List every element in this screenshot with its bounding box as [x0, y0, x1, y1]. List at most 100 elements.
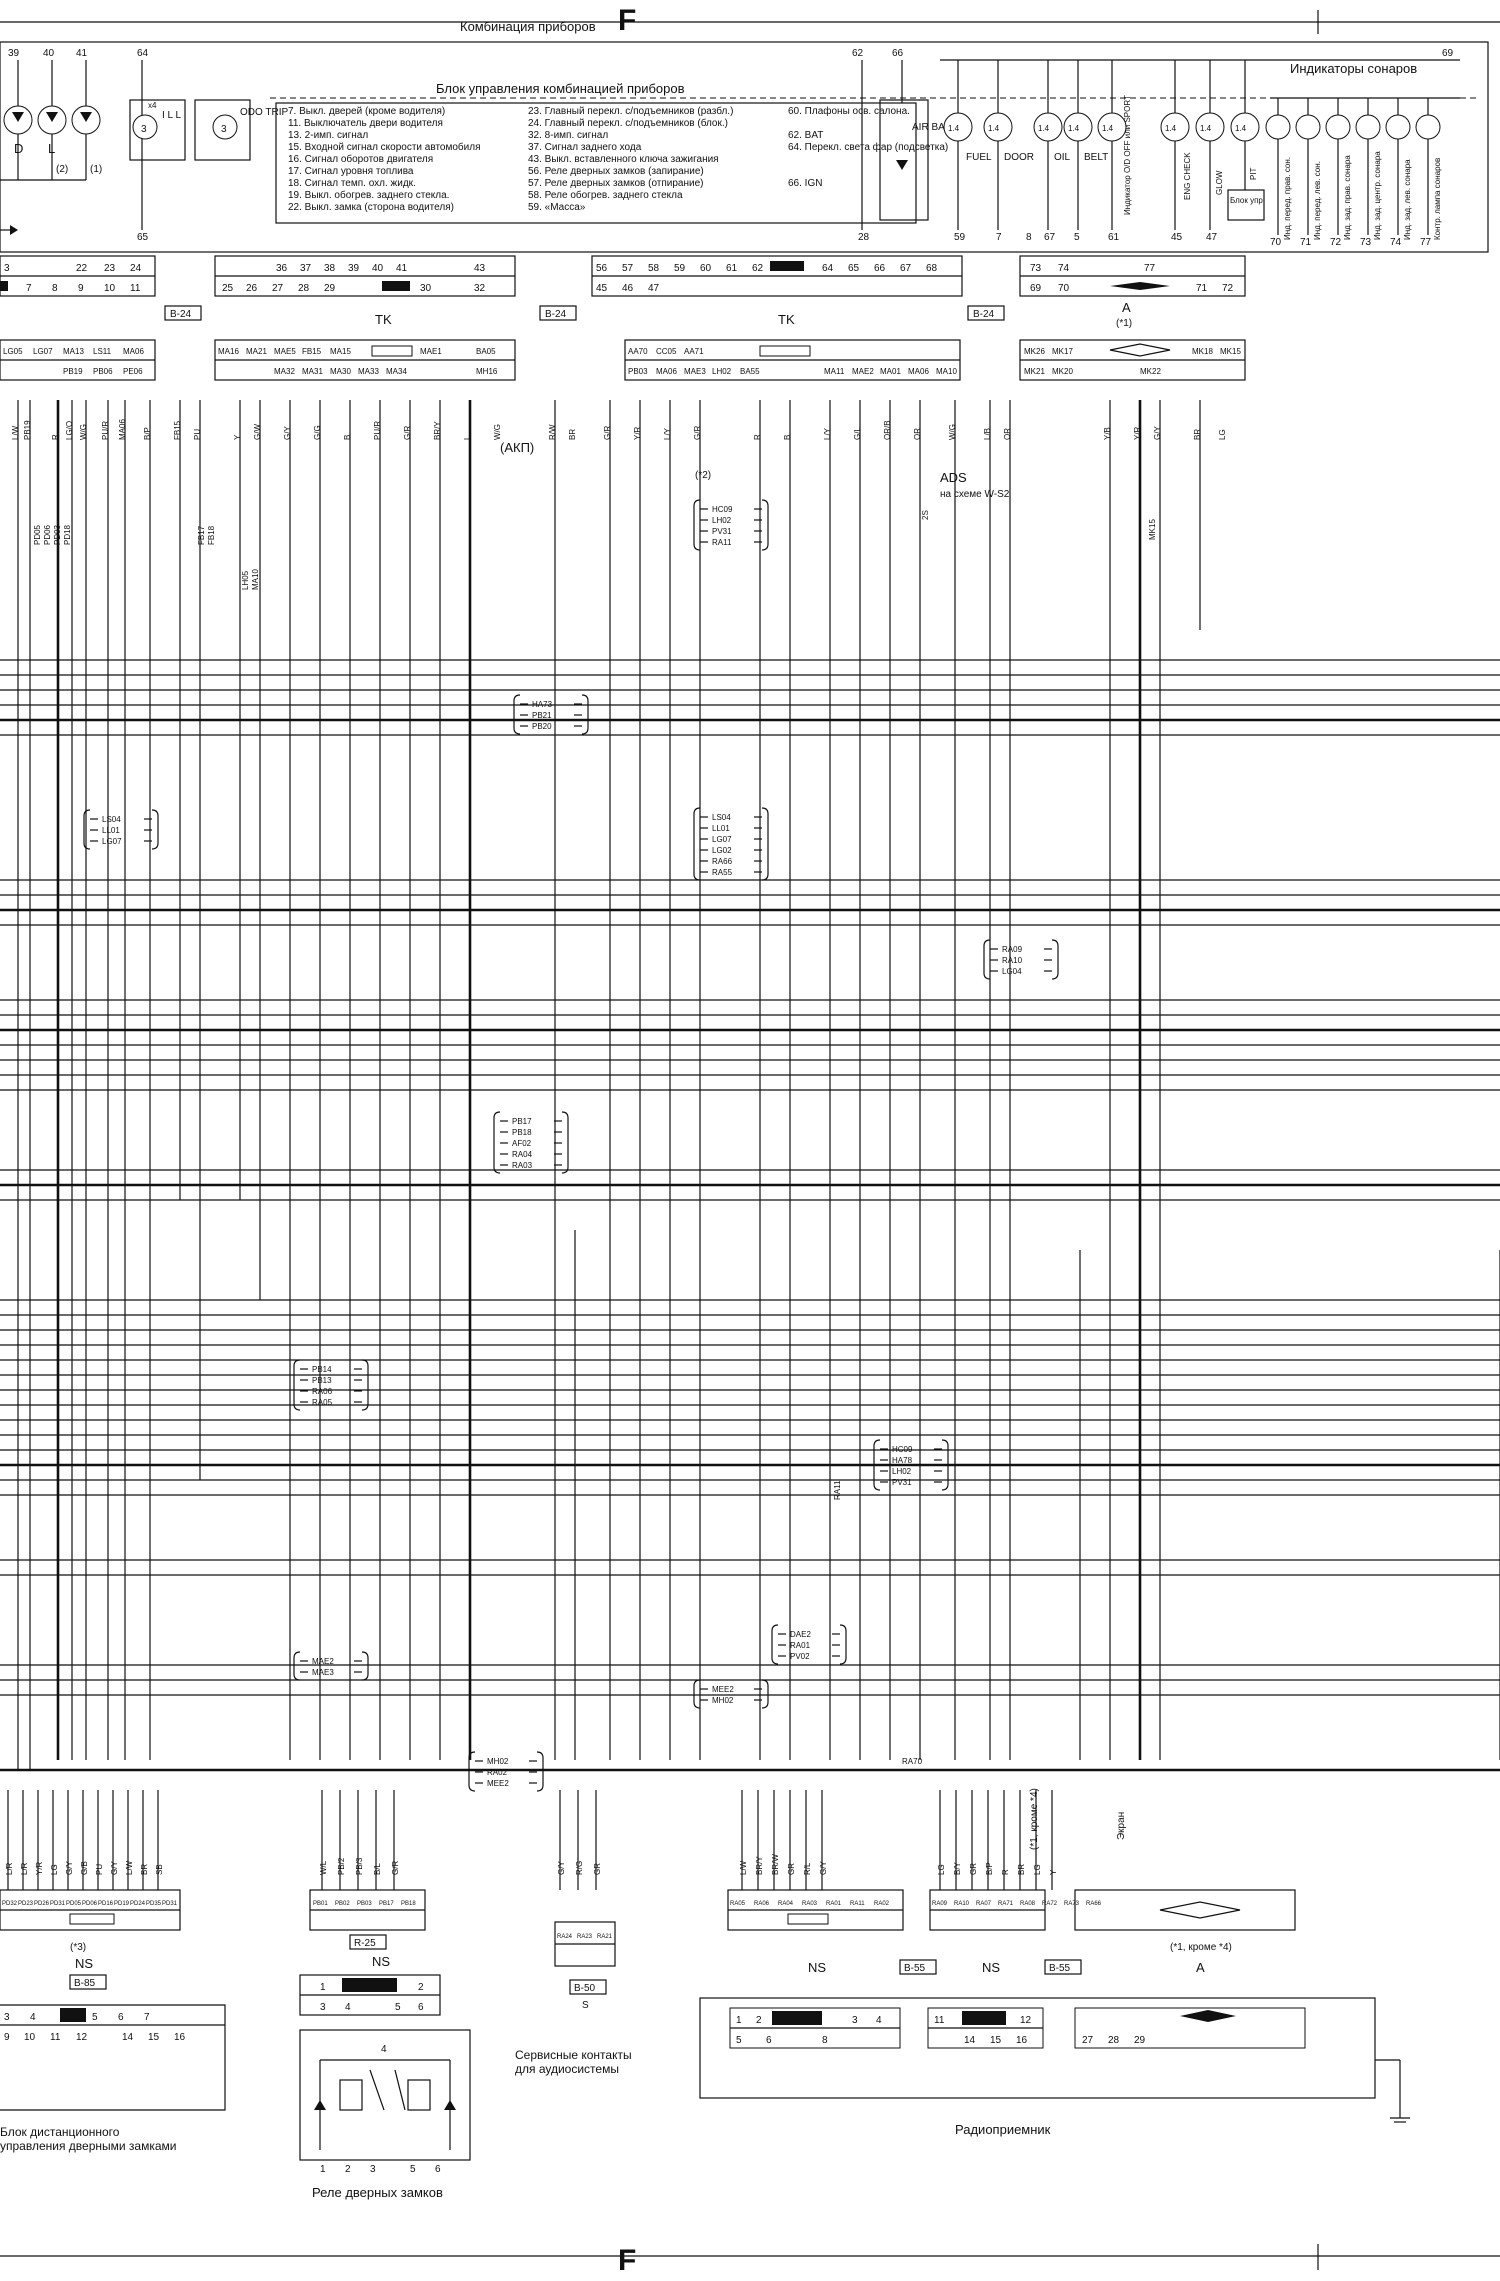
- svg-text:2: 2: [756, 2015, 762, 2026]
- svg-text:Индикатор O/D OFF или SPORT: Индикатор O/D OFF или SPORT: [1123, 95, 1132, 215]
- svg-text:59: 59: [674, 263, 686, 274]
- bottom-code: RA04: [778, 1901, 794, 1907]
- svg-text:TK: TK: [375, 312, 392, 327]
- wire-color-label: R/W: [548, 424, 557, 440]
- svg-text:Инд. перед. прав. сон.: Инд. перед. прав. сон.: [1283, 157, 1292, 240]
- svg-text:11. Выключатель двери водителя: 11. Выключатель двери водителя: [288, 118, 443, 129]
- svg-text:3: 3: [370, 2164, 376, 2175]
- svg-text:MA10: MA10: [936, 367, 957, 376]
- bus-item: HC09: [892, 1445, 913, 1454]
- svg-text:1: 1: [320, 2164, 326, 2175]
- svg-text:58. Реле обогрев. заднего стек: 58. Реле обогрев. заднего стекла: [528, 189, 683, 201]
- bus-item: LG07: [712, 835, 732, 844]
- bottom-wire-label: W/L: [319, 1860, 328, 1875]
- svg-text:38: 38: [324, 263, 336, 274]
- svg-text:68: 68: [926, 263, 938, 274]
- bottom-code: PD31: [50, 1901, 66, 1907]
- svg-text:PD03: PD03: [53, 524, 62, 545]
- svg-text:22: 22: [76, 263, 88, 274]
- bottom-connector-4: [727, 1889, 904, 1931]
- bottom-code: RA72: [1042, 1901, 1058, 1907]
- svg-text:37. Сигнал заднего хода: 37. Сигнал заднего хода: [528, 142, 642, 153]
- svg-text:24. Главный перекл. с/подъемни: 24. Главный перекл. с/подъемников (блок.…: [528, 117, 728, 129]
- svg-text:1.4: 1.4: [948, 124, 960, 133]
- door-lock-unit: 3 4 5 6 7 9 10 11 12 14 15 16 Блок диста…: [0, 2004, 226, 2153]
- svg-text:(2): (2): [56, 164, 68, 175]
- connector-mark-top: F: [618, 4, 636, 37]
- bus-item: PB14: [312, 1365, 332, 1374]
- wire-color-label: BR: [1193, 429, 1202, 440]
- svg-text:5: 5: [395, 2002, 401, 2013]
- wire-color-label: PU: [193, 429, 202, 440]
- bottom-wire-label: R/G: [575, 1861, 584, 1875]
- svg-text:D: D: [14, 141, 23, 156]
- bus-group-labels: HC09LH02PV31RA11HA73PB21PB20LS04LL01LG07…: [83, 499, 1059, 1792]
- svg-text:A: A: [1122, 300, 1131, 315]
- bottom-code: PD19: [114, 1901, 130, 1907]
- bottom-wire-label: BR: [1017, 1864, 1026, 1875]
- bus-item: MEE2: [712, 1685, 734, 1694]
- svg-text:MAE3: MAE3: [684, 367, 706, 376]
- svg-text:4: 4: [30, 2012, 36, 2023]
- bottom-code: PD16: [98, 1901, 114, 1907]
- svg-text:на схеме W-S2: на схеме W-S2: [940, 489, 1010, 500]
- svg-text:16. Сигнал оборотов двигателя: 16. Сигнал оборотов двигателя: [288, 153, 433, 165]
- bottom-wire-label: SB: [155, 1864, 164, 1875]
- wire-color-label: G/R: [693, 426, 702, 440]
- bottom-code: RA71: [998, 1901, 1014, 1907]
- svg-text:58: 58: [648, 263, 660, 274]
- svg-text:(*1): (*1): [1116, 318, 1132, 329]
- svg-text:12: 12: [1020, 2015, 1032, 2026]
- joint-connector-1: LG05 LG07 MA13 LS11 MA06 PB19 PB06 PE06: [0, 339, 156, 381]
- joint-connector-3: AA70 CC05 AA71 PB03 MA06 MAE3 LH02 BA55 …: [624, 339, 961, 381]
- bus-item: RA55: [712, 868, 733, 877]
- wire-color-label: L/Y: [663, 427, 672, 440]
- svg-text:B-55: B-55: [904, 1963, 926, 1974]
- svg-text:MH16: MH16: [476, 367, 498, 376]
- svg-text:66. IGN: 66. IGN: [788, 178, 822, 189]
- svg-text:GLOW: GLOW: [1215, 170, 1224, 195]
- svg-text:70: 70: [1270, 237, 1282, 248]
- bus-item: PB21: [532, 711, 552, 720]
- bus-item: MEE2: [487, 1779, 509, 1788]
- wire-color-label: LG: [1218, 429, 1227, 440]
- svg-text:(*1, кроме *4): (*1, кроме *4): [1029, 1788, 1040, 1850]
- bus-item: LL01: [712, 824, 730, 833]
- svg-text:65: 65: [137, 232, 149, 243]
- bottom-code: RA66: [1086, 1901, 1102, 1907]
- svg-text:NS: NS: [75, 1956, 93, 1971]
- svg-text:FUEL: FUEL: [966, 152, 992, 163]
- cluster-connector-left: 3 22 23 24 7 8 9 10 11: [0, 255, 156, 297]
- bus-item: HA73: [532, 700, 553, 709]
- bottom-wire-label: L/W: [125, 1860, 134, 1875]
- svg-text:LG07: LG07: [33, 347, 53, 356]
- wire-color-label: G/Y: [1153, 426, 1162, 440]
- svg-text:1: 1: [736, 2015, 742, 2026]
- svg-text:1.4: 1.4: [988, 124, 1000, 133]
- svg-text:A: A: [1196, 1960, 1205, 1975]
- svg-text:16: 16: [1016, 2035, 1028, 2046]
- svg-text:62: 62: [752, 263, 764, 274]
- svg-text:45: 45: [596, 283, 608, 294]
- svg-text:DOOR: DOOR: [1004, 152, 1034, 163]
- svg-text:B-24: B-24: [170, 309, 192, 320]
- wire-color-label: MA06: [118, 419, 127, 440]
- bottom-code: RA03: [802, 1901, 818, 1907]
- wire-color-label: W/G: [493, 424, 502, 440]
- bus-item: LS04: [102, 815, 121, 824]
- svg-text:25: 25: [222, 283, 234, 294]
- svg-text:62: 62: [852, 48, 864, 59]
- bottom-wire-label: R/L: [803, 1862, 812, 1875]
- legend-col-2: 23. Главный перекл. с/подъемников (разбл…: [528, 105, 733, 213]
- svg-text:Инд. зад. центр. сонара: Инд. зад. центр. сонара: [1373, 151, 1382, 240]
- svg-text:BA05: BA05: [476, 347, 496, 356]
- bottom-code: PD06: [82, 1901, 98, 1907]
- svg-text:Радиоприемник: Радиоприемник: [955, 2122, 1051, 2137]
- bottom-wire-label: G/Y: [819, 1861, 828, 1875]
- svg-text:27: 27: [272, 283, 284, 294]
- svg-text:72: 72: [1222, 283, 1234, 294]
